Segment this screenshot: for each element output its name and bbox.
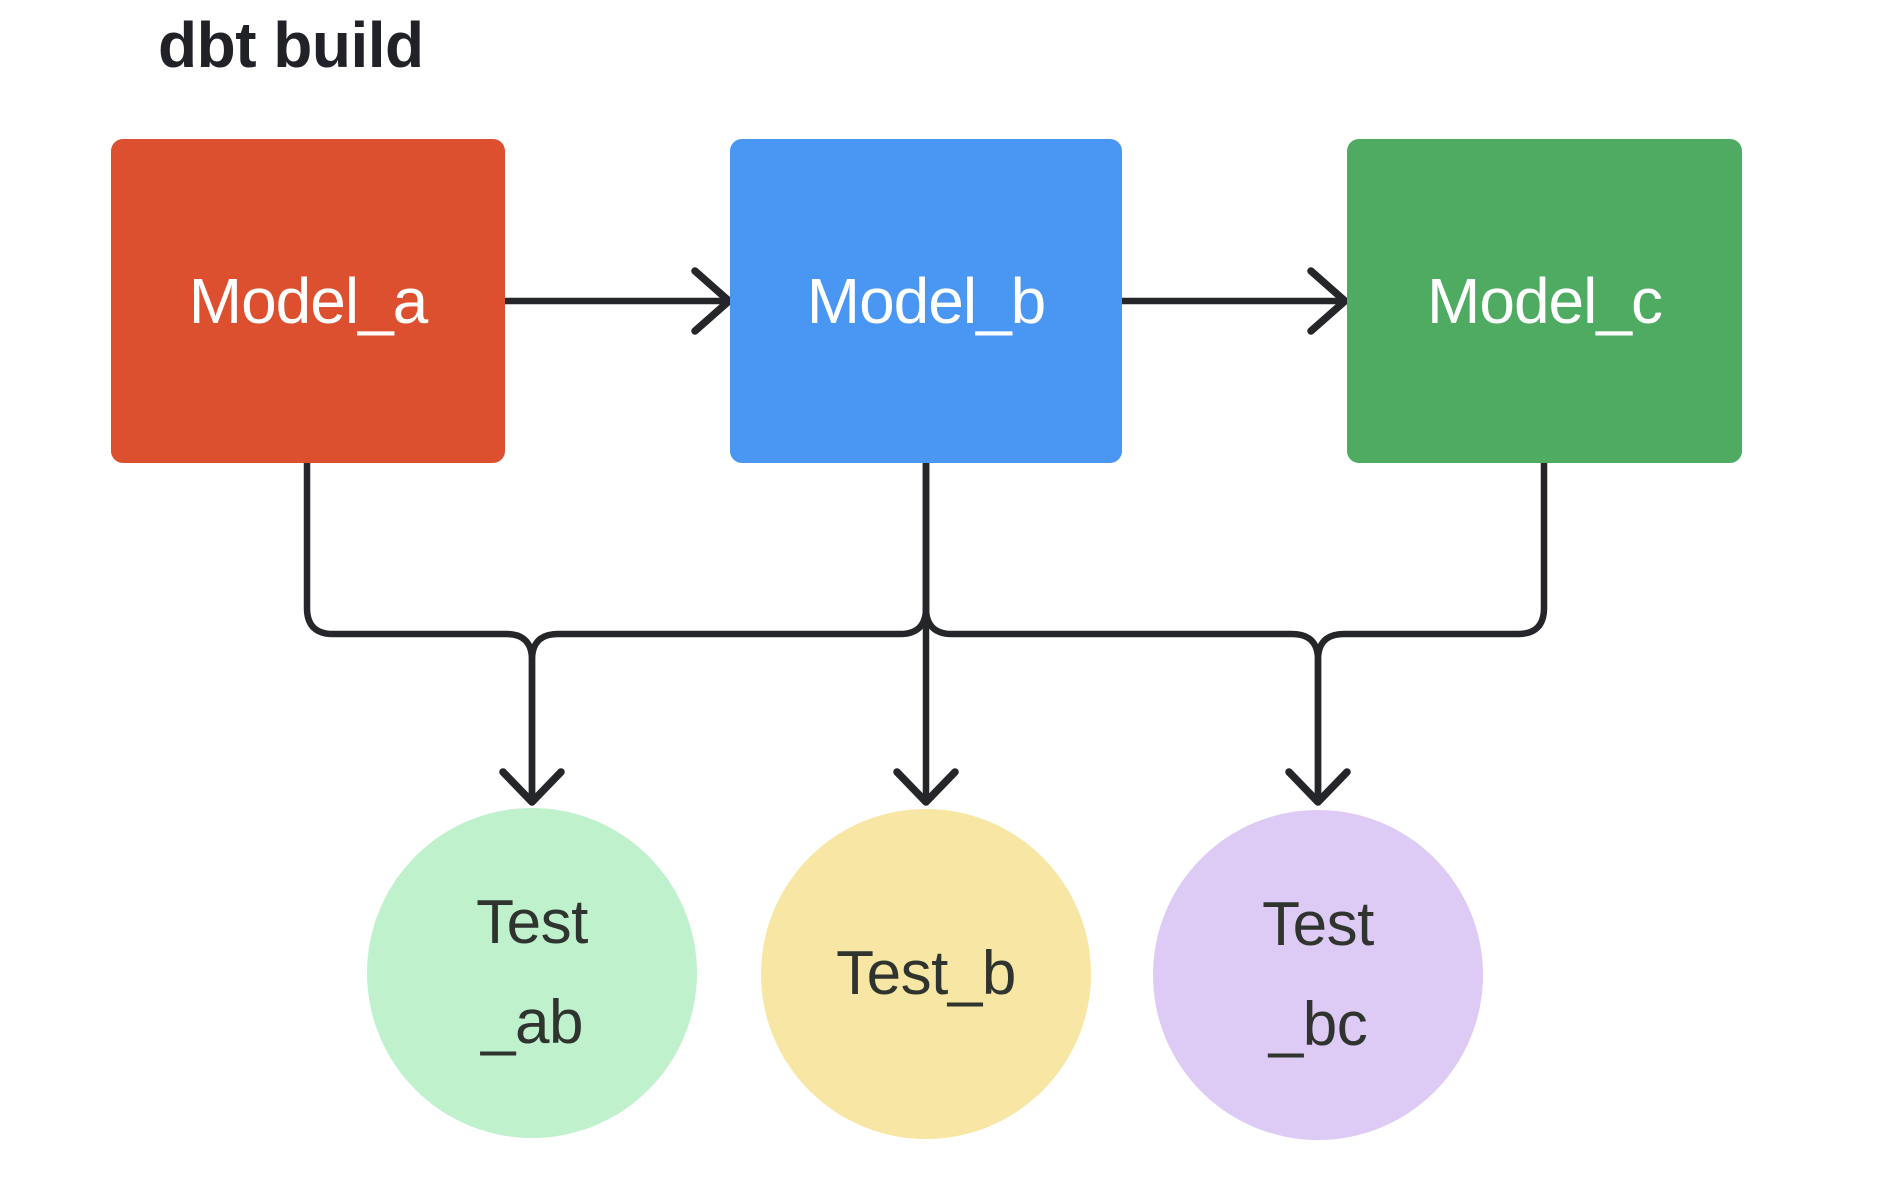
arrowhead-model-c-icon	[1307, 267, 1349, 335]
arrowhead-test-b-icon	[893, 768, 959, 806]
edge-model-c-to-test-bc	[1314, 459, 1548, 801]
diagram-title: dbt build	[158, 9, 424, 81]
node-model-c: Model_c	[1347, 139, 1742, 463]
node-model-a: Model_a	[111, 139, 505, 463]
node-model-b: Model_b	[730, 139, 1122, 463]
edge-model-a-to-test-ab	[303, 459, 536, 801]
edge-model-b-to-test-bc	[922, 459, 1322, 801]
node-test-ab: Test _ab	[367, 808, 697, 1138]
node-test-b-label: Test_b	[836, 939, 1016, 1008]
node-test-bc: Test _bc	[1153, 810, 1483, 1140]
node-test-ab-label: Test _ab	[476, 888, 588, 1057]
arrowhead-model-b-icon	[691, 267, 733, 335]
node-model-b-label: Model_b	[806, 265, 1046, 337]
node-model-c-label: Model_c	[1427, 265, 1663, 337]
node-model-a-label: Model_a	[188, 265, 428, 337]
node-test-b: Test_b	[761, 809, 1091, 1139]
arrowhead-test-bc-icon	[1285, 768, 1351, 806]
node-test-bc-label: Test _bc	[1262, 890, 1374, 1059]
edge-model-b-to-test-ab	[528, 459, 930, 801]
arrowhead-test-ab-icon	[499, 768, 565, 806]
